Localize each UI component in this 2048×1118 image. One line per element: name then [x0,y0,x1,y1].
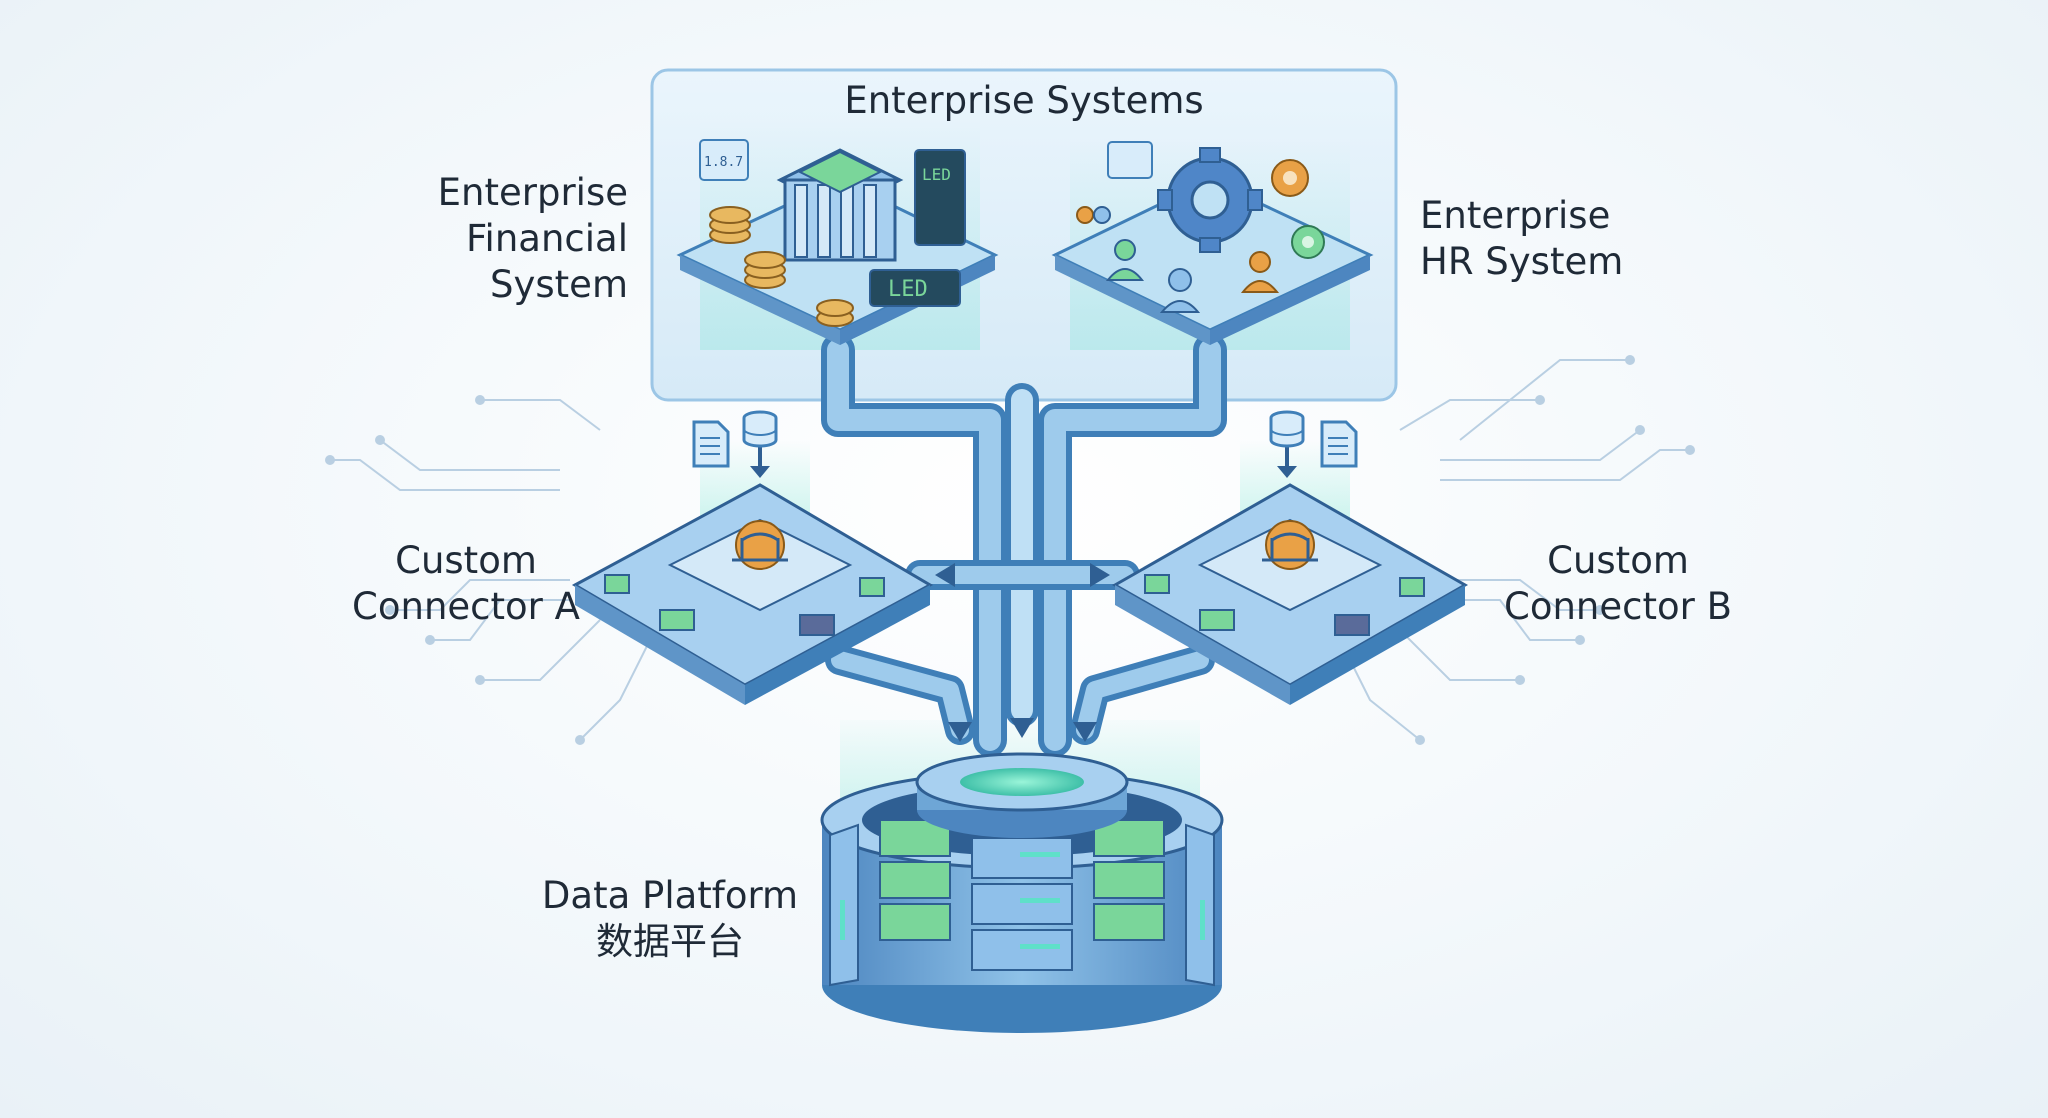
database-icon-right [1269,410,1305,448]
financial-system-line-1: Enterprise [437,171,628,214]
data-platform-line-2: 数据平台 [596,920,744,963]
hr-system-label: Enterprise HR System [1420,193,1680,285]
data-platform-label: Data Platform 数据平台 [520,873,820,965]
connector-b-line-1: Custom [1547,539,1689,582]
led-sign-text: LED [888,277,928,302]
database-icon-left [742,410,778,448]
people-icon [1076,141,1280,313]
connector-a-label: Custom Connector A [320,538,612,630]
data-platform-line-1: Data Platform [541,874,799,917]
financial-system-line-2: Financial [465,217,628,260]
small-gear-green-icon [1291,225,1325,259]
financial-system-line-3: System [490,263,628,306]
enterprise-systems-title: Enterprise Systems [800,78,1248,124]
hr-system-line-2: HR System [1420,240,1624,283]
financial-system-label: Enterprise Financial System [380,170,628,308]
data-platform-drum [820,752,1224,1033]
coin-stack-icon [709,206,854,327]
hr-system-line-1: Enterprise [1420,194,1611,237]
bridge-gear-icon-a [732,520,788,570]
led-display-icon: LED LED 1.8.7 [699,139,966,307]
group-title-text: Enterprise Systems [844,79,1204,122]
connector-b-line-2: Connector B [1504,585,1732,628]
hr-system-platform [1051,178,1374,345]
document-icon-right [1320,420,1358,468]
small-display-text: 1.8.7 [704,155,743,170]
gear-icon [1157,147,1263,253]
data-pipes [821,333,1227,757]
circuit-traces-left [325,395,651,745]
flow-arrows [750,445,1297,742]
led-display-text: LED [922,165,951,184]
document-icon-left [692,420,730,468]
small-gear-orange-icon [1271,159,1309,197]
connector-a-line-2: Connector A [352,585,580,628]
connector-a-board [571,483,934,705]
connector-a-line-1: Custom [395,539,537,582]
connector-b-label: Custom Connector B [1472,538,1764,630]
bridge-gear-icon-b [1262,520,1318,570]
bank-building-icon [776,148,904,262]
connector-b-board [1111,483,1469,705]
circuit-traces-right [1339,355,1695,745]
